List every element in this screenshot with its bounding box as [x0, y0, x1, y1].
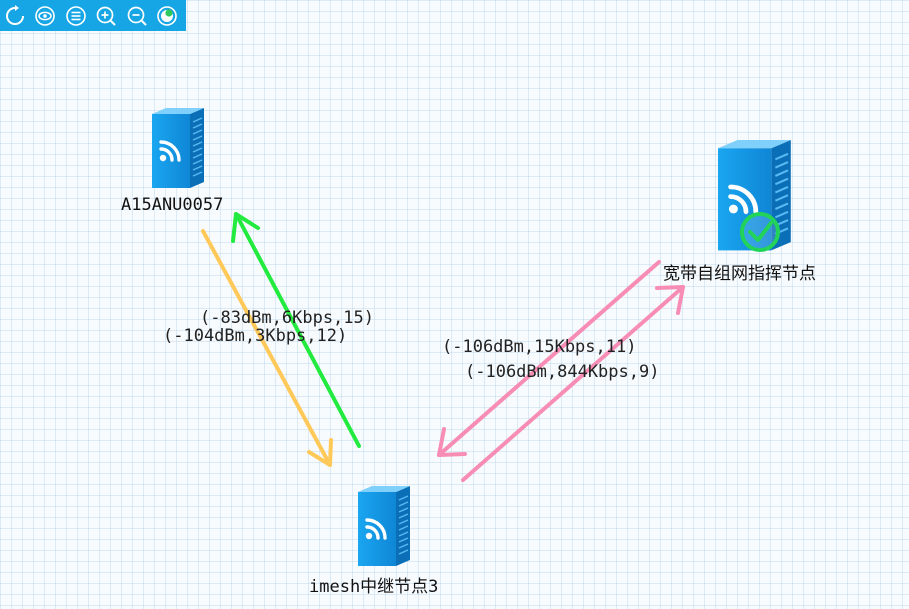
zoom-out-icon	[127, 6, 147, 26]
node-label-command: 宽带自组网指挥节点	[663, 264, 816, 284]
refresh-icon	[5, 4, 24, 25]
zoom-out-button[interactable]	[125, 4, 149, 28]
link-label-a15-to-imesh: (-104dBm,3Kbps,12)	[163, 326, 348, 346]
link-a15-to-imesh[interactable]	[201, 229, 333, 467]
toggle-icon	[157, 5, 178, 26]
topology-toolbar	[0, 0, 186, 31]
list-icon	[65, 5, 86, 26]
toggle-button[interactable]	[156, 4, 180, 28]
link-imesh-to-a15[interactable]	[231, 212, 361, 448]
eye-icon	[35, 5, 56, 26]
wireless-server-icon	[356, 484, 412, 568]
node-imesh-relay-3[interactable]	[356, 484, 412, 568]
link-label-imesh-to-command: (-106dBm,844Kbps,9)	[465, 362, 660, 382]
link-label-imesh-to-a15: (-83dBm,6Kbps,15)	[200, 308, 374, 328]
node-a15anu0057[interactable]	[150, 106, 206, 190]
list-button[interactable]	[64, 4, 88, 28]
link-imesh-to-command[interactable]	[461, 285, 685, 482]
node-label-a15: A15ANU0057	[121, 195, 224, 215]
node-command-status	[740, 212, 780, 252]
wireless-server-icon	[150, 106, 206, 190]
zoom-in-button[interactable]	[95, 4, 119, 28]
link-command-to-imesh[interactable]	[437, 260, 661, 457]
view-button[interactable]	[34, 4, 58, 28]
refresh-button[interactable]	[3, 4, 27, 28]
check-icon	[740, 212, 780, 252]
zoom-in-icon	[96, 6, 116, 26]
link-label-command-to-imesh: (-106dBm,15Kbps,11)	[442, 337, 637, 357]
node-label-imesh: imesh中继节点3	[309, 577, 439, 597]
